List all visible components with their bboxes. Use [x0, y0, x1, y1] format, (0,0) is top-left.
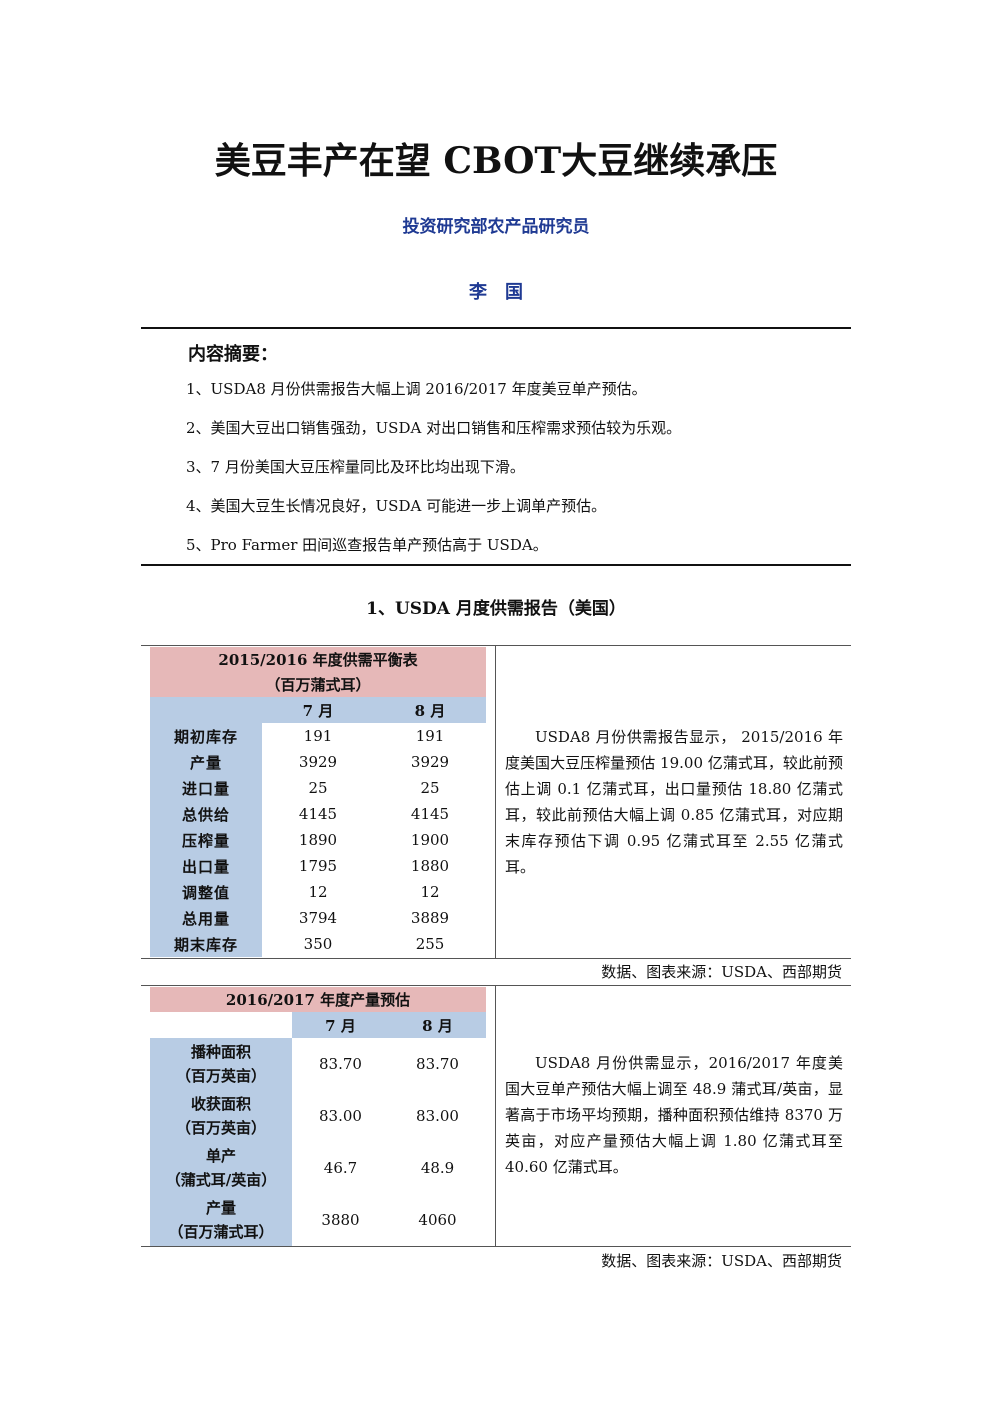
cell-aug: 12 — [420, 883, 440, 901]
table-row: 进口量 25 25 — [150, 775, 486, 801]
table-row: 期初库存 191 191 — [150, 723, 486, 749]
table-row: 压榨量 1890 1900 — [150, 827, 486, 853]
block2-bottom-border — [141, 1246, 851, 1247]
summary-item: 4、美国大豆生长情况良好，USDA 可能进一步上调单产预估。 — [186, 497, 607, 515]
row-label: 播种面积（百万英亩） — [150, 1038, 292, 1090]
table-row: 期末库存 350 255 — [150, 931, 486, 957]
table1-header-aug: 8 月 — [374, 697, 487, 723]
summary-item: 1、USDA8 月份供需报告大幅上调 2016/2017 年度美豆单产预估。 — [186, 380, 647, 398]
summary-heading: 内容摘要： — [188, 344, 278, 365]
cell-jul: 3794 — [298, 909, 338, 927]
supply-demand-table-2015-2016: 2015/2016 年度供需平衡表 （百万蒲式耳） 7 月 8 月 期初库存 1… — [150, 647, 487, 957]
cell-aug: 1880 — [410, 857, 450, 875]
cell-jul: 1795 — [298, 857, 338, 875]
cell-aug: 3929 — [410, 753, 450, 771]
summary-list: 1、USDA8 月份供需报告大幅上调 2016/2017 年度美豆单产预估。 2… — [186, 372, 846, 567]
table-row: 产量 3929 3929 — [150, 749, 486, 775]
cell-aug: 4145 — [410, 805, 450, 823]
table1-description: USDA8 月份供需报告显示， 2015/2016 年度美国大豆压榨量预估 19… — [505, 728, 843, 876]
cell-aug: 25 — [420, 779, 440, 797]
table2-title: 2016/2017 年度产量预估 — [150, 987, 487, 1012]
production-estimate-table-2016-2017: 2016/2017 年度产量预估 7 月 8 月 播种面积（百万英亩） 83.7… — [150, 987, 487, 1246]
table-row: 播种面积（百万英亩） 83.70 83.70 — [150, 1038, 486, 1090]
block1-bottom-border — [141, 958, 851, 959]
row-label: 产量（百万蒲式耳） — [150, 1194, 292, 1246]
cell-aug: 191 — [415, 727, 445, 745]
row-label: 调整值 — [150, 879, 262, 905]
row-label: 出口量 — [150, 853, 262, 879]
cell-aug: 255 — [415, 935, 445, 953]
row-label: 产量 — [150, 749, 262, 775]
block1-divider — [495, 645, 496, 959]
row-label: 期初库存 — [150, 723, 262, 749]
table2-header-aug: 8 月 — [389, 1012, 487, 1038]
block2-divider — [495, 985, 496, 1247]
block1-top-border — [141, 645, 851, 646]
table1-source: 数据、图表来源：USDA、西部期货 — [601, 963, 842, 981]
cell-jul: 4145 — [298, 805, 338, 823]
summary-bottom-rule — [141, 564, 851, 566]
table2-source: 数据、图表来源：USDA、西部期货 — [601, 1252, 842, 1270]
cell-aug: 83.70 — [416, 1055, 459, 1073]
summary-item: 2、美国大豆出口销售强劲，USDA 对出口销售和压榨需求预估较为乐观。 — [186, 419, 682, 437]
row-label: 收获面积（百万英亩） — [150, 1090, 292, 1142]
cell-aug: 1900 — [410, 831, 450, 849]
table-row: 单产（蒲式耳/英亩） 46.7 48.9 — [150, 1142, 486, 1194]
cell-jul: 12 — [308, 883, 328, 901]
row-label: 总供给 — [150, 801, 262, 827]
row-label: 期末库存 — [150, 931, 262, 957]
cell-jul: 1890 — [298, 831, 338, 849]
row-label: 进口量 — [150, 775, 262, 801]
cell-aug: 83.00 — [416, 1107, 459, 1125]
page-title: 美豆丰产在望 CBOT大豆继续承压 — [214, 140, 778, 182]
cell-jul: 3880 — [321, 1211, 360, 1229]
cell-aug: 3889 — [410, 909, 450, 927]
table-row: 产量（百万蒲式耳） 3880 4060 — [150, 1194, 486, 1246]
cell-jul: 3929 — [298, 753, 338, 771]
section-title: 1、USDA 月度供需报告（美国） — [366, 599, 626, 619]
table1-header-blank — [150, 697, 262, 723]
table1-header-jul: 7 月 — [262, 697, 374, 723]
table-row: 总用量 3794 3889 — [150, 905, 486, 931]
table-row: 调整值 12 12 — [150, 879, 486, 905]
cell-jul: 25 — [308, 779, 328, 797]
author-name: 李国 — [469, 282, 541, 303]
table1-title: 2015/2016 年度供需平衡表 — [150, 647, 487, 672]
row-label: 总用量 — [150, 905, 262, 931]
table-row: 总供给 4145 4145 — [150, 801, 486, 827]
row-label: 单产（蒲式耳/英亩） — [150, 1142, 292, 1194]
table2-header-blank — [150, 1012, 292, 1038]
cell-jul: 191 — [303, 727, 333, 745]
summary-item: 5、Pro Farmer 田间巡查报告单产预估高于 USDA。 — [186, 536, 548, 554]
cell-aug: 48.9 — [420, 1159, 455, 1177]
block2-top-border — [141, 985, 851, 986]
table-row: 出口量 1795 1880 — [150, 853, 486, 879]
table-row: 收获面积（百万英亩） 83.00 83.00 — [150, 1090, 486, 1142]
cell-aug: 4060 — [418, 1211, 457, 1229]
table2-header-jul: 7 月 — [292, 1012, 389, 1038]
row-label: 压榨量 — [150, 827, 262, 853]
table2-description: USDA8 月份供需显示，2016/2017 年度美国大豆单产预估大幅上调至 4… — [505, 1054, 843, 1176]
cell-jul: 46.7 — [323, 1159, 358, 1177]
table1-unit: （百万蒲式耳） — [150, 672, 487, 697]
summary-top-rule — [141, 327, 851, 329]
cell-jul: 83.70 — [319, 1055, 362, 1073]
author-department: 投资研究部农产品研究员 — [402, 217, 590, 237]
cell-jul: 350 — [303, 935, 333, 953]
cell-jul: 83.00 — [319, 1107, 362, 1125]
summary-item: 3、7 月份美国大豆压榨量同比及环比均出现下滑。 — [186, 458, 525, 476]
